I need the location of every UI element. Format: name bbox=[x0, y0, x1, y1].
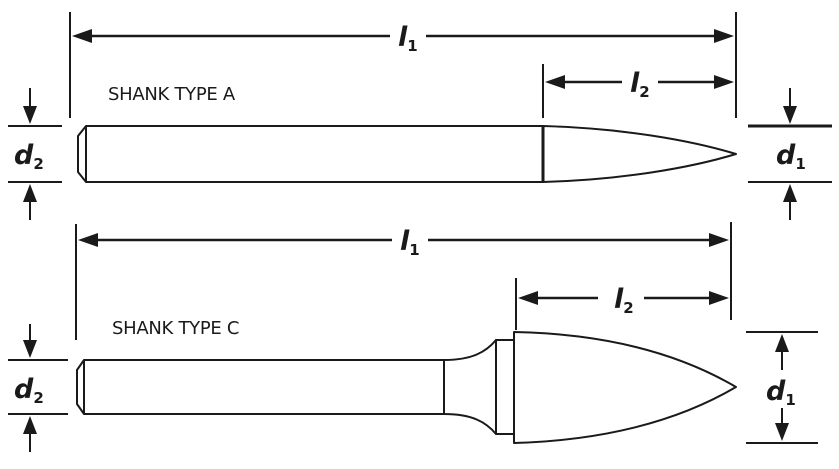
c-l1-label: l1 bbox=[400, 226, 420, 259]
c-d2-arrow-up-icon bbox=[23, 416, 37, 434]
c-l1-arrow-right-icon bbox=[709, 233, 729, 247]
c-d1-symbol: d bbox=[766, 376, 786, 407]
c-l2-symbol: l bbox=[614, 284, 624, 315]
a-cutting-head bbox=[542, 125, 737, 183]
a-d1-symbol: d bbox=[776, 140, 796, 171]
c-neck-fillet bbox=[443, 339, 497, 435]
c-d1-arrow-down-icon bbox=[775, 423, 789, 441]
a-l1-symbol: l bbox=[398, 22, 408, 53]
shank-type-c-group: l1 l2 SHANK TYPE C d2 d1 bbox=[8, 222, 818, 452]
shank-type-a-group: l1 l2 SHANK TYPE A d2 d1 bbox=[8, 12, 832, 220]
a-d2-symbol: d bbox=[14, 140, 34, 171]
shank-type-a-label: SHANK TYPE A bbox=[108, 84, 236, 105]
c-l1-subscript: 1 bbox=[409, 241, 419, 259]
a-shank-body bbox=[77, 125, 544, 183]
c-collar bbox=[495, 339, 515, 435]
c-l2-label: l2 bbox=[614, 284, 634, 317]
a-d2-arrow-up-icon bbox=[23, 184, 37, 202]
c-l1-symbol: l bbox=[400, 226, 410, 257]
a-d1-arrow-up-icon bbox=[783, 184, 797, 202]
a-d1-subscript: 1 bbox=[795, 155, 805, 173]
a-l2-symbol: l bbox=[630, 68, 640, 99]
a-l1-arrow-right-icon bbox=[714, 29, 734, 43]
a-d2-label: d2 bbox=[14, 140, 44, 173]
a-l1-label: l1 bbox=[398, 22, 418, 55]
a-l1-arrow-left-icon bbox=[72, 29, 92, 43]
c-cutting-head bbox=[513, 331, 737, 444]
c-l2-arrow-right-icon bbox=[709, 291, 729, 305]
a-l2-label: l2 bbox=[630, 68, 650, 101]
a-l1-subscript: 1 bbox=[407, 37, 417, 55]
c-d2-label: d2 bbox=[14, 374, 44, 407]
a-l2-subscript: 2 bbox=[639, 83, 649, 101]
c-d1-subscript: 1 bbox=[785, 391, 795, 409]
a-d1-label: d1 bbox=[776, 140, 806, 173]
c-l1-arrow-left-icon bbox=[78, 233, 98, 247]
a-d2-arrow-down-icon bbox=[23, 106, 37, 124]
shank-type-c-label: SHANK TYPE C bbox=[112, 318, 239, 339]
c-l2-arrow-left-icon bbox=[518, 291, 538, 305]
a-d2-subscript: 2 bbox=[33, 155, 43, 173]
a-l2-arrow-left-icon bbox=[545, 75, 565, 89]
c-d1-label: d1 bbox=[766, 376, 796, 409]
c-d2-subscript: 2 bbox=[33, 389, 43, 407]
a-l2-arrow-right-icon bbox=[714, 75, 734, 89]
a-d1-arrow-down-icon bbox=[783, 106, 797, 124]
c-shank-body bbox=[76, 359, 445, 415]
c-l2-subscript: 2 bbox=[623, 299, 633, 317]
c-d2-arrow-down-icon bbox=[23, 340, 37, 358]
c-d1-arrow-up-icon bbox=[775, 334, 789, 352]
c-d2-symbol: d bbox=[14, 374, 34, 405]
